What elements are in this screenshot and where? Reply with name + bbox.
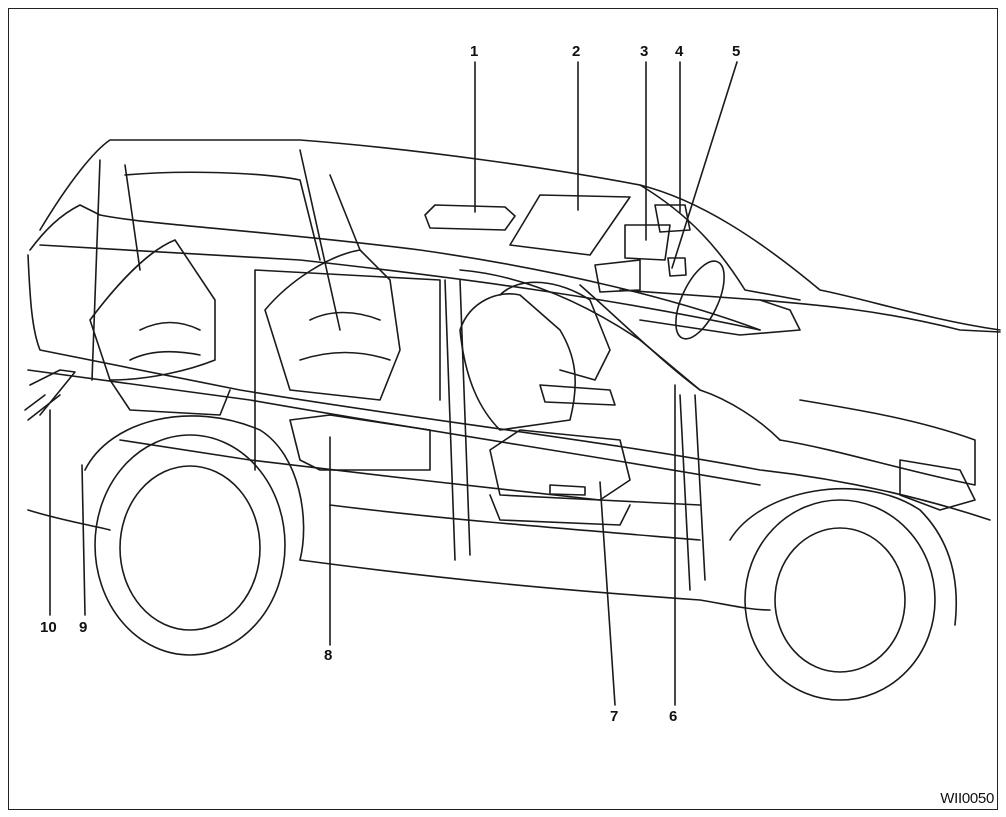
callout-5: 5 — [732, 43, 741, 60]
diagram-frame — [8, 8, 998, 810]
front-seatback — [459, 293, 576, 431]
third-row-seat-detail — [129, 321, 201, 361]
third-row-seatback — [89, 239, 216, 381]
front-wheel-arch — [729, 487, 958, 626]
callout-9: 9 — [79, 619, 88, 636]
front-wheel-outer — [744, 499, 936, 701]
seat-belt-buckle — [549, 484, 586, 496]
rear-window — [124, 171, 321, 261]
sunroof-panel — [509, 194, 631, 256]
front-seat-cushion — [489, 429, 631, 501]
callout-1: 1 — [470, 43, 479, 60]
c-pillar — [679, 394, 706, 591]
callout-3: 3 — [640, 43, 649, 60]
console-lower — [594, 259, 641, 293]
front-seatback-rear — [499, 281, 611, 381]
front-seat-rail — [489, 494, 631, 526]
callout-10: 10 — [40, 619, 57, 636]
body-rear-upper — [27, 254, 991, 521]
callout-2: 2 — [572, 43, 581, 60]
callout-8: 8 — [324, 647, 333, 664]
lower-sill — [329, 504, 701, 541]
dashboard — [619, 289, 801, 336]
b-pillar — [444, 279, 471, 561]
callout-6: 6 — [669, 708, 678, 725]
figure-id: WII0050 — [940, 790, 994, 807]
rear-wheel-outer — [94, 434, 286, 656]
leader-5 — [671, 61, 738, 269]
a-pillar — [579, 284, 701, 391]
rear-pillar — [91, 149, 361, 381]
hood — [759, 299, 1001, 486]
callout-7: 7 — [610, 708, 619, 725]
visor-bracket — [654, 204, 691, 233]
second-row-seat-detail — [299, 311, 391, 361]
rearview-mirror — [624, 224, 671, 261]
rear-wheel-inner — [119, 465, 261, 631]
third-row-cushion — [109, 379, 231, 416]
second-row-cushion — [289, 414, 431, 471]
door-frame-front — [459, 269, 781, 441]
roof-inner-line — [29, 204, 761, 331]
rear-wheel-arch — [84, 415, 305, 561]
sensor-box — [667, 257, 687, 277]
leader-7 — [599, 481, 616, 706]
grille — [899, 459, 976, 511]
beltline-1 — [39, 244, 761, 331]
map-light — [424, 204, 516, 231]
rear-tailgate — [24, 394, 61, 421]
second-row-frame — [254, 269, 441, 471]
second-row-seatback — [264, 249, 401, 401]
callout-4: 4 — [675, 43, 684, 60]
front-seat-armrest — [539, 384, 616, 406]
rocker-panel — [299, 559, 771, 611]
steering-wheel — [675, 260, 725, 340]
front-wheel-inner — [774, 527, 906, 673]
roof-outline — [39, 139, 1001, 331]
rear-bumper — [27, 509, 111, 531]
windshield — [639, 184, 801, 301]
floor-line — [119, 439, 701, 506]
body-side-mid — [27, 369, 761, 486]
leader-9 — [81, 464, 86, 616]
rear-cargo — [29, 369, 76, 416]
